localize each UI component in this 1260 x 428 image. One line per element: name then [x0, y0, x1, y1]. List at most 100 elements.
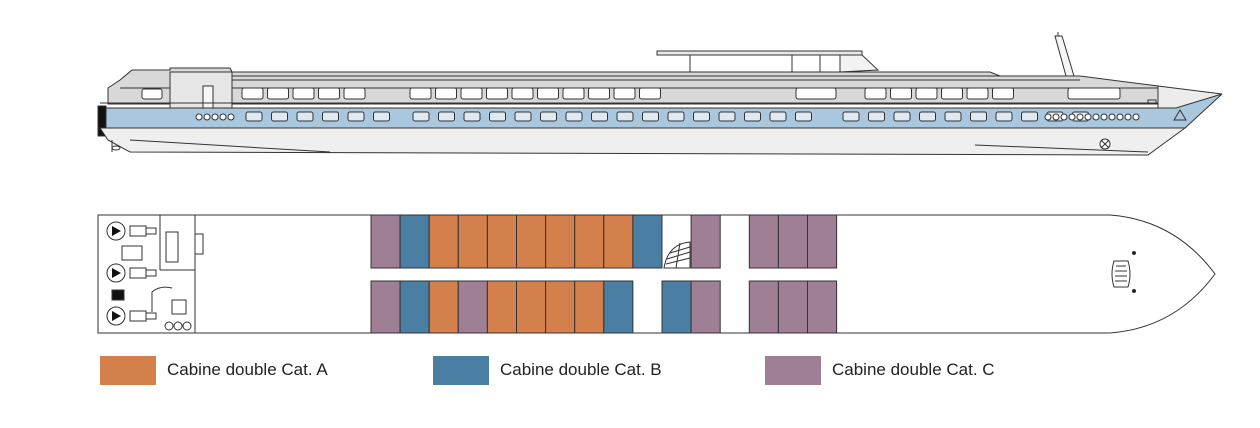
bow-marker	[1147, 99, 1157, 105]
hull-line	[974, 144, 1149, 153]
porthole-window	[919, 111, 936, 122]
porthole-window	[565, 111, 583, 122]
cabin-cat-a	[574, 214, 605, 269]
side-window	[486, 87, 508, 100]
cabin-cat-b	[399, 214, 430, 269]
aft-cabinet	[165, 231, 179, 263]
porthole-window	[347, 111, 365, 122]
porthole	[211, 113, 219, 121]
porthole	[227, 113, 235, 121]
lower-hull	[99, 127, 1187, 156]
porthole-window	[271, 111, 288, 122]
cabin-cat-b	[661, 280, 692, 334]
porthole-window	[296, 111, 314, 122]
sundeck-canopy	[656, 50, 863, 56]
engine-block	[145, 227, 157, 235]
side-window	[435, 87, 457, 100]
engine-block	[129, 267, 147, 279]
porthole-window	[322, 111, 339, 122]
engine-arrow-icon	[112, 311, 121, 321]
wheelhouse-shape	[839, 54, 880, 73]
porthole	[1132, 113, 1140, 121]
porthole	[1060, 113, 1068, 121]
legend-swatch-cat-a	[100, 355, 156, 385]
aft-circle	[182, 321, 192, 331]
porthole-window	[667, 111, 685, 122]
legend-swatch-cat-b	[433, 355, 489, 385]
cabin-cat-a	[457, 214, 488, 269]
side-window	[241, 87, 264, 100]
aft-box	[171, 299, 187, 315]
side-window	[409, 87, 432, 100]
propeller-icon	[111, 140, 121, 152]
bow-logo-icon	[1173, 109, 1187, 121]
porthole-window	[744, 111, 761, 122]
aft-door-arc	[151, 286, 173, 312]
porthole	[1108, 113, 1116, 121]
side-window	[639, 87, 661, 100]
porthole-window	[438, 111, 455, 122]
aft-circle	[173, 321, 183, 331]
legend-item-cat-c: Cabine double Cat. C	[765, 355, 995, 385]
porthole-window	[893, 111, 911, 122]
porthole-window	[463, 111, 481, 122]
cabin-cat-c	[690, 280, 721, 334]
aft-circles	[164, 321, 192, 331]
mast	[1054, 35, 1075, 77]
cabin-cat-a	[428, 280, 459, 334]
staircase-icon	[663, 241, 691, 269]
side-window	[343, 87, 366, 100]
cabin-cat-a	[486, 214, 517, 269]
engine-arrow-icon	[112, 268, 121, 278]
side-window	[318, 87, 340, 100]
porthole	[1044, 113, 1052, 121]
legend-item-cat-a: Cabine double Cat. A	[100, 355, 328, 385]
side-window	[292, 87, 315, 100]
hull-line	[129, 139, 331, 153]
aft-black-box	[111, 289, 125, 301]
cabin-cat-a	[545, 214, 576, 269]
cabin-cat-a	[516, 280, 547, 334]
side-window	[511, 87, 534, 100]
cabin-cat-a	[428, 214, 459, 269]
porthole	[1068, 113, 1076, 121]
side-window	[1067, 87, 1121, 100]
legend-label-cat-c: Cabine double Cat. C	[832, 360, 995, 379]
engine-arrow-icon	[112, 226, 121, 236]
engine-block	[129, 225, 147, 237]
porthole	[1100, 113, 1108, 121]
porthole	[1116, 113, 1124, 121]
side-window	[941, 87, 963, 100]
side-window	[890, 87, 912, 100]
side-window	[588, 87, 610, 100]
bridge-door	[202, 85, 214, 109]
legend-swatch-cat-c	[765, 355, 821, 385]
porthole-window	[489, 111, 506, 122]
aft-machinery	[106, 221, 157, 326]
cabin-cat-a	[516, 214, 547, 269]
porthole	[203, 113, 211, 121]
cabin-grid	[370, 214, 838, 334]
porthole-window	[540, 111, 557, 122]
side-window	[864, 87, 887, 100]
cabin-cat-a	[574, 280, 605, 334]
side-window	[460, 87, 483, 100]
side-window	[795, 87, 837, 100]
cabin-cat-a	[603, 214, 634, 269]
cabin-cat-a	[545, 280, 576, 334]
porthole-window	[591, 111, 608, 122]
cabin-cat-c	[777, 280, 809, 334]
cabin-cat-c	[748, 280, 779, 334]
porthole-window	[373, 111, 390, 122]
porthole-window	[868, 111, 885, 122]
side-window	[267, 87, 289, 100]
side-window	[966, 87, 989, 100]
ship-wheel-icon	[1111, 251, 1136, 293]
cabin-cat-c	[457, 280, 488, 334]
porthole-window	[769, 111, 787, 122]
legend-item-cat-b: Cabine double Cat. B	[433, 355, 662, 385]
porthole-window	[1021, 111, 1038, 122]
cabin-cat-c	[807, 214, 838, 269]
porthole-window	[693, 111, 710, 122]
cabin-cat-b	[632, 214, 663, 269]
